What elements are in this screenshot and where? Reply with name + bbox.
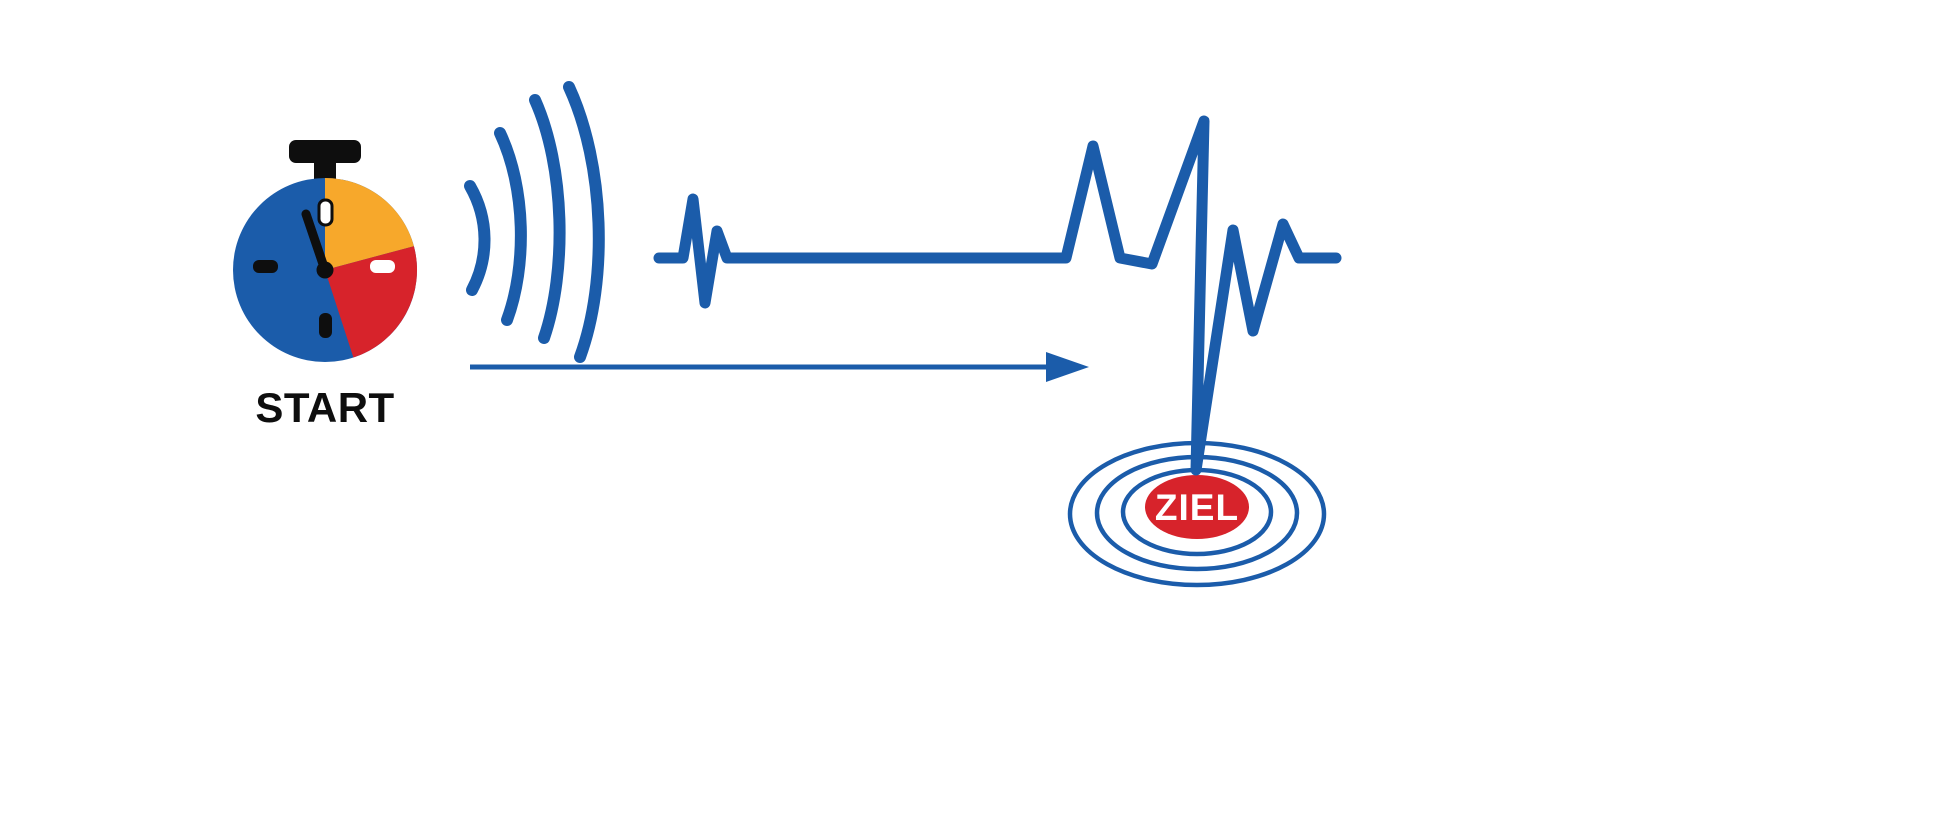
wave-arc-2 — [494, 127, 527, 326]
start-label: START — [255, 384, 394, 431]
stopwatch-cap — [289, 140, 361, 163]
arrow-head — [1046, 352, 1089, 382]
stopwatch-icon — [233, 140, 418, 362]
arrow-right-icon — [470, 352, 1089, 382]
wave-arc-4 — [563, 81, 605, 363]
stopwatch-tick-12 — [317, 198, 334, 227]
wave-arc-3 — [529, 94, 566, 344]
stopwatch-hand — [301, 209, 330, 275]
stopwatch-tick-6 — [319, 313, 332, 338]
stopwatch-red-sector — [325, 246, 418, 358]
signal-trace-icon — [653, 115, 1342, 476]
stopwatch-tick-9 — [253, 260, 278, 273]
stopwatch-tick-3 — [370, 260, 395, 273]
stopwatch-yellow-sector — [325, 178, 414, 270]
sound-waves-icon — [464, 81, 605, 363]
wave-arc-1 — [464, 180, 491, 296]
target-label: ZIEL — [1155, 487, 1239, 528]
target-center — [1145, 475, 1249, 539]
target-rings-icon: ZIEL — [1067, 440, 1327, 588]
stopwatch-center-dot — [316, 261, 334, 279]
